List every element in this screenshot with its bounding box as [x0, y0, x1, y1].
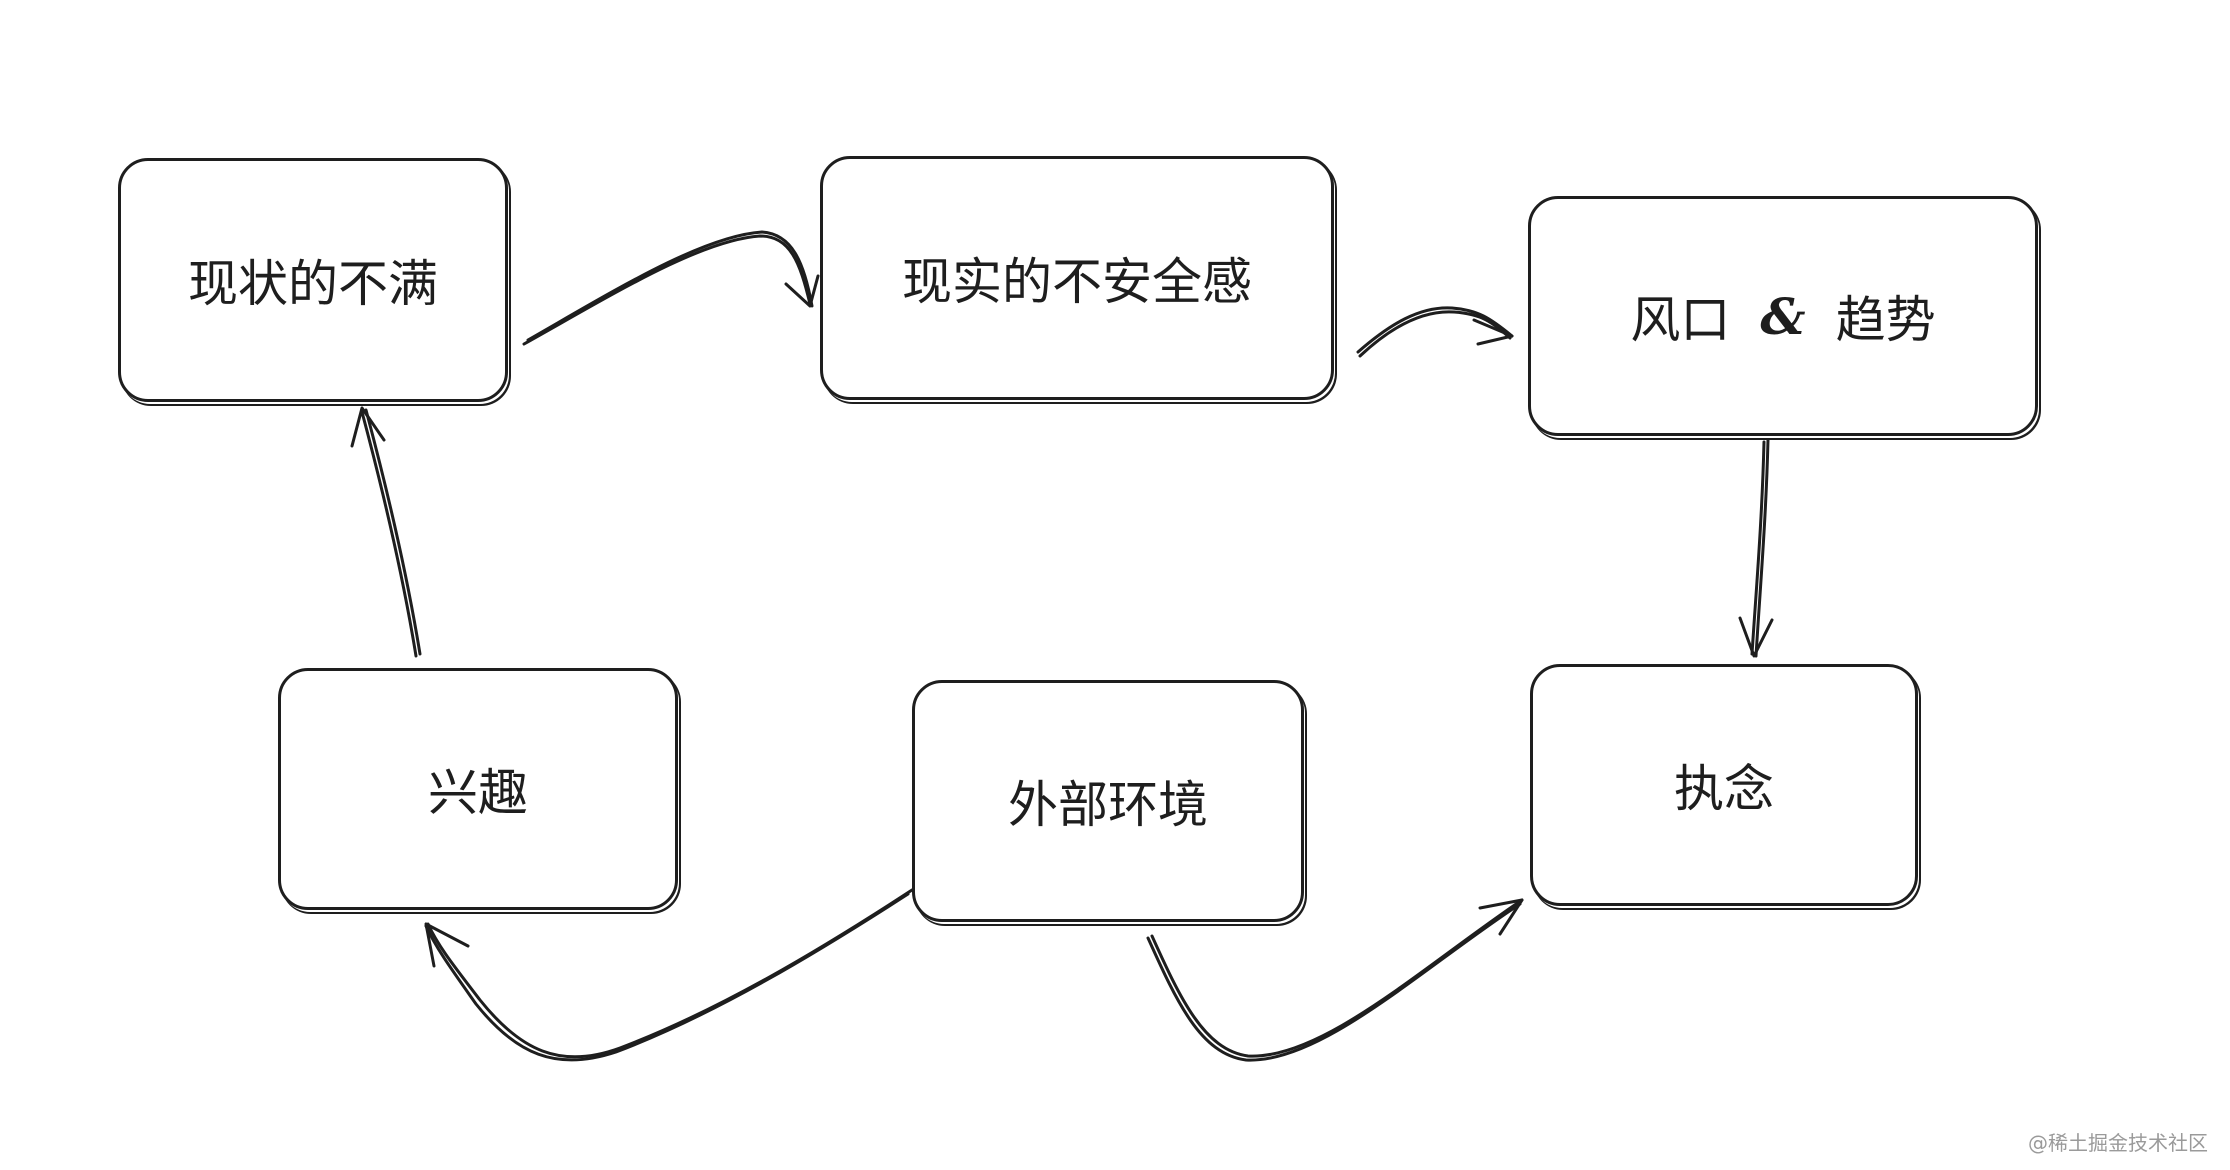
node-trend-label-right: 趋势: [1835, 291, 1936, 349]
arrow-environment-to-interest: [424, 888, 914, 1062]
node-insecurity[interactable]: 现实的不安全感: [820, 156, 1334, 400]
node-obsession[interactable]: 执念: [1530, 664, 1918, 906]
node-obsession-label: 执念: [1674, 760, 1774, 818]
arrow-insecurity-to-trend: [1356, 306, 1514, 358]
node-dissatisfaction[interactable]: 现状的不满: [118, 158, 508, 402]
arrow-environment-to-obsession: [1146, 898, 1524, 1062]
node-trend-label-left: 风口: [1630, 291, 1731, 349]
arrow-trend-to-obsession: [1738, 438, 1774, 658]
arrow-dissatisfaction-to-insecurity: [522, 230, 820, 346]
node-trend[interactable]: 风口 & 趋势: [1528, 196, 2038, 436]
node-insecurity-label: 现实的不安全感: [902, 253, 1252, 311]
arrow-interest-to-dissatisfaction: [350, 406, 422, 658]
watermark-text: @稀土掘金技术社区: [2028, 1131, 2208, 1155]
node-environment[interactable]: 外部环境: [912, 680, 1304, 922]
node-dissatisfaction-label: 现状的不满: [188, 255, 438, 313]
node-interest-label: 兴趣: [428, 764, 528, 822]
node-trend-ampersand: &: [1760, 286, 1806, 346]
node-environment-label: 外部环境: [1008, 776, 1208, 834]
node-interest[interactable]: 兴趣: [278, 668, 678, 910]
